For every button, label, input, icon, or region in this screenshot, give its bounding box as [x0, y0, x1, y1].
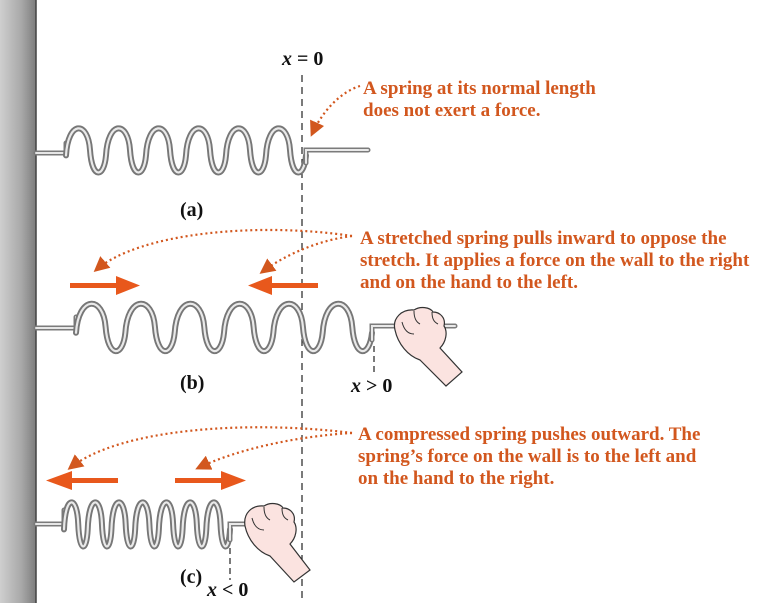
- note-a: A spring at its normal length does not e…: [363, 78, 596, 121]
- x-zero-rel: = 0: [297, 48, 324, 70]
- hand-b: [393, 306, 463, 387]
- x-negative-var: x: [207, 579, 217, 601]
- panel-label-a: (a): [180, 199, 204, 221]
- force-arrow-c-hand: [175, 471, 246, 490]
- x-negative-rel: < 0: [222, 579, 249, 601]
- x-positive-rel: > 0: [366, 375, 393, 397]
- force-arrow-c-wall: [46, 471, 118, 490]
- panel-label-c: (c): [180, 566, 203, 588]
- spring-b: [33, 300, 458, 355]
- hand-c: [244, 502, 311, 583]
- leader-c-left: [67, 426, 353, 470]
- leader-a: [310, 84, 361, 137]
- x-negative-label: x < 0: [207, 579, 248, 602]
- leader-b-right: [259, 234, 353, 274]
- wall: [0, 0, 36, 603]
- leader-c-right: [195, 431, 353, 470]
- note-c: A compressed spring pushes outward. The …: [358, 424, 701, 489]
- leader-b-left: [93, 228, 353, 273]
- force-arrow-b-wall: [70, 276, 140, 295]
- x-positive-var: x: [351, 375, 361, 397]
- force-arrow-b-hand: [248, 276, 318, 295]
- panel-label-b: (b): [180, 372, 205, 394]
- x-positive-label: x > 0: [351, 375, 392, 398]
- note-b: A stretched spring pulls inward to oppos…: [360, 228, 750, 293]
- x-zero-var: x: [282, 48, 292, 70]
- x-zero-label: x = 0: [282, 48, 323, 71]
- spring-a: [33, 125, 371, 176]
